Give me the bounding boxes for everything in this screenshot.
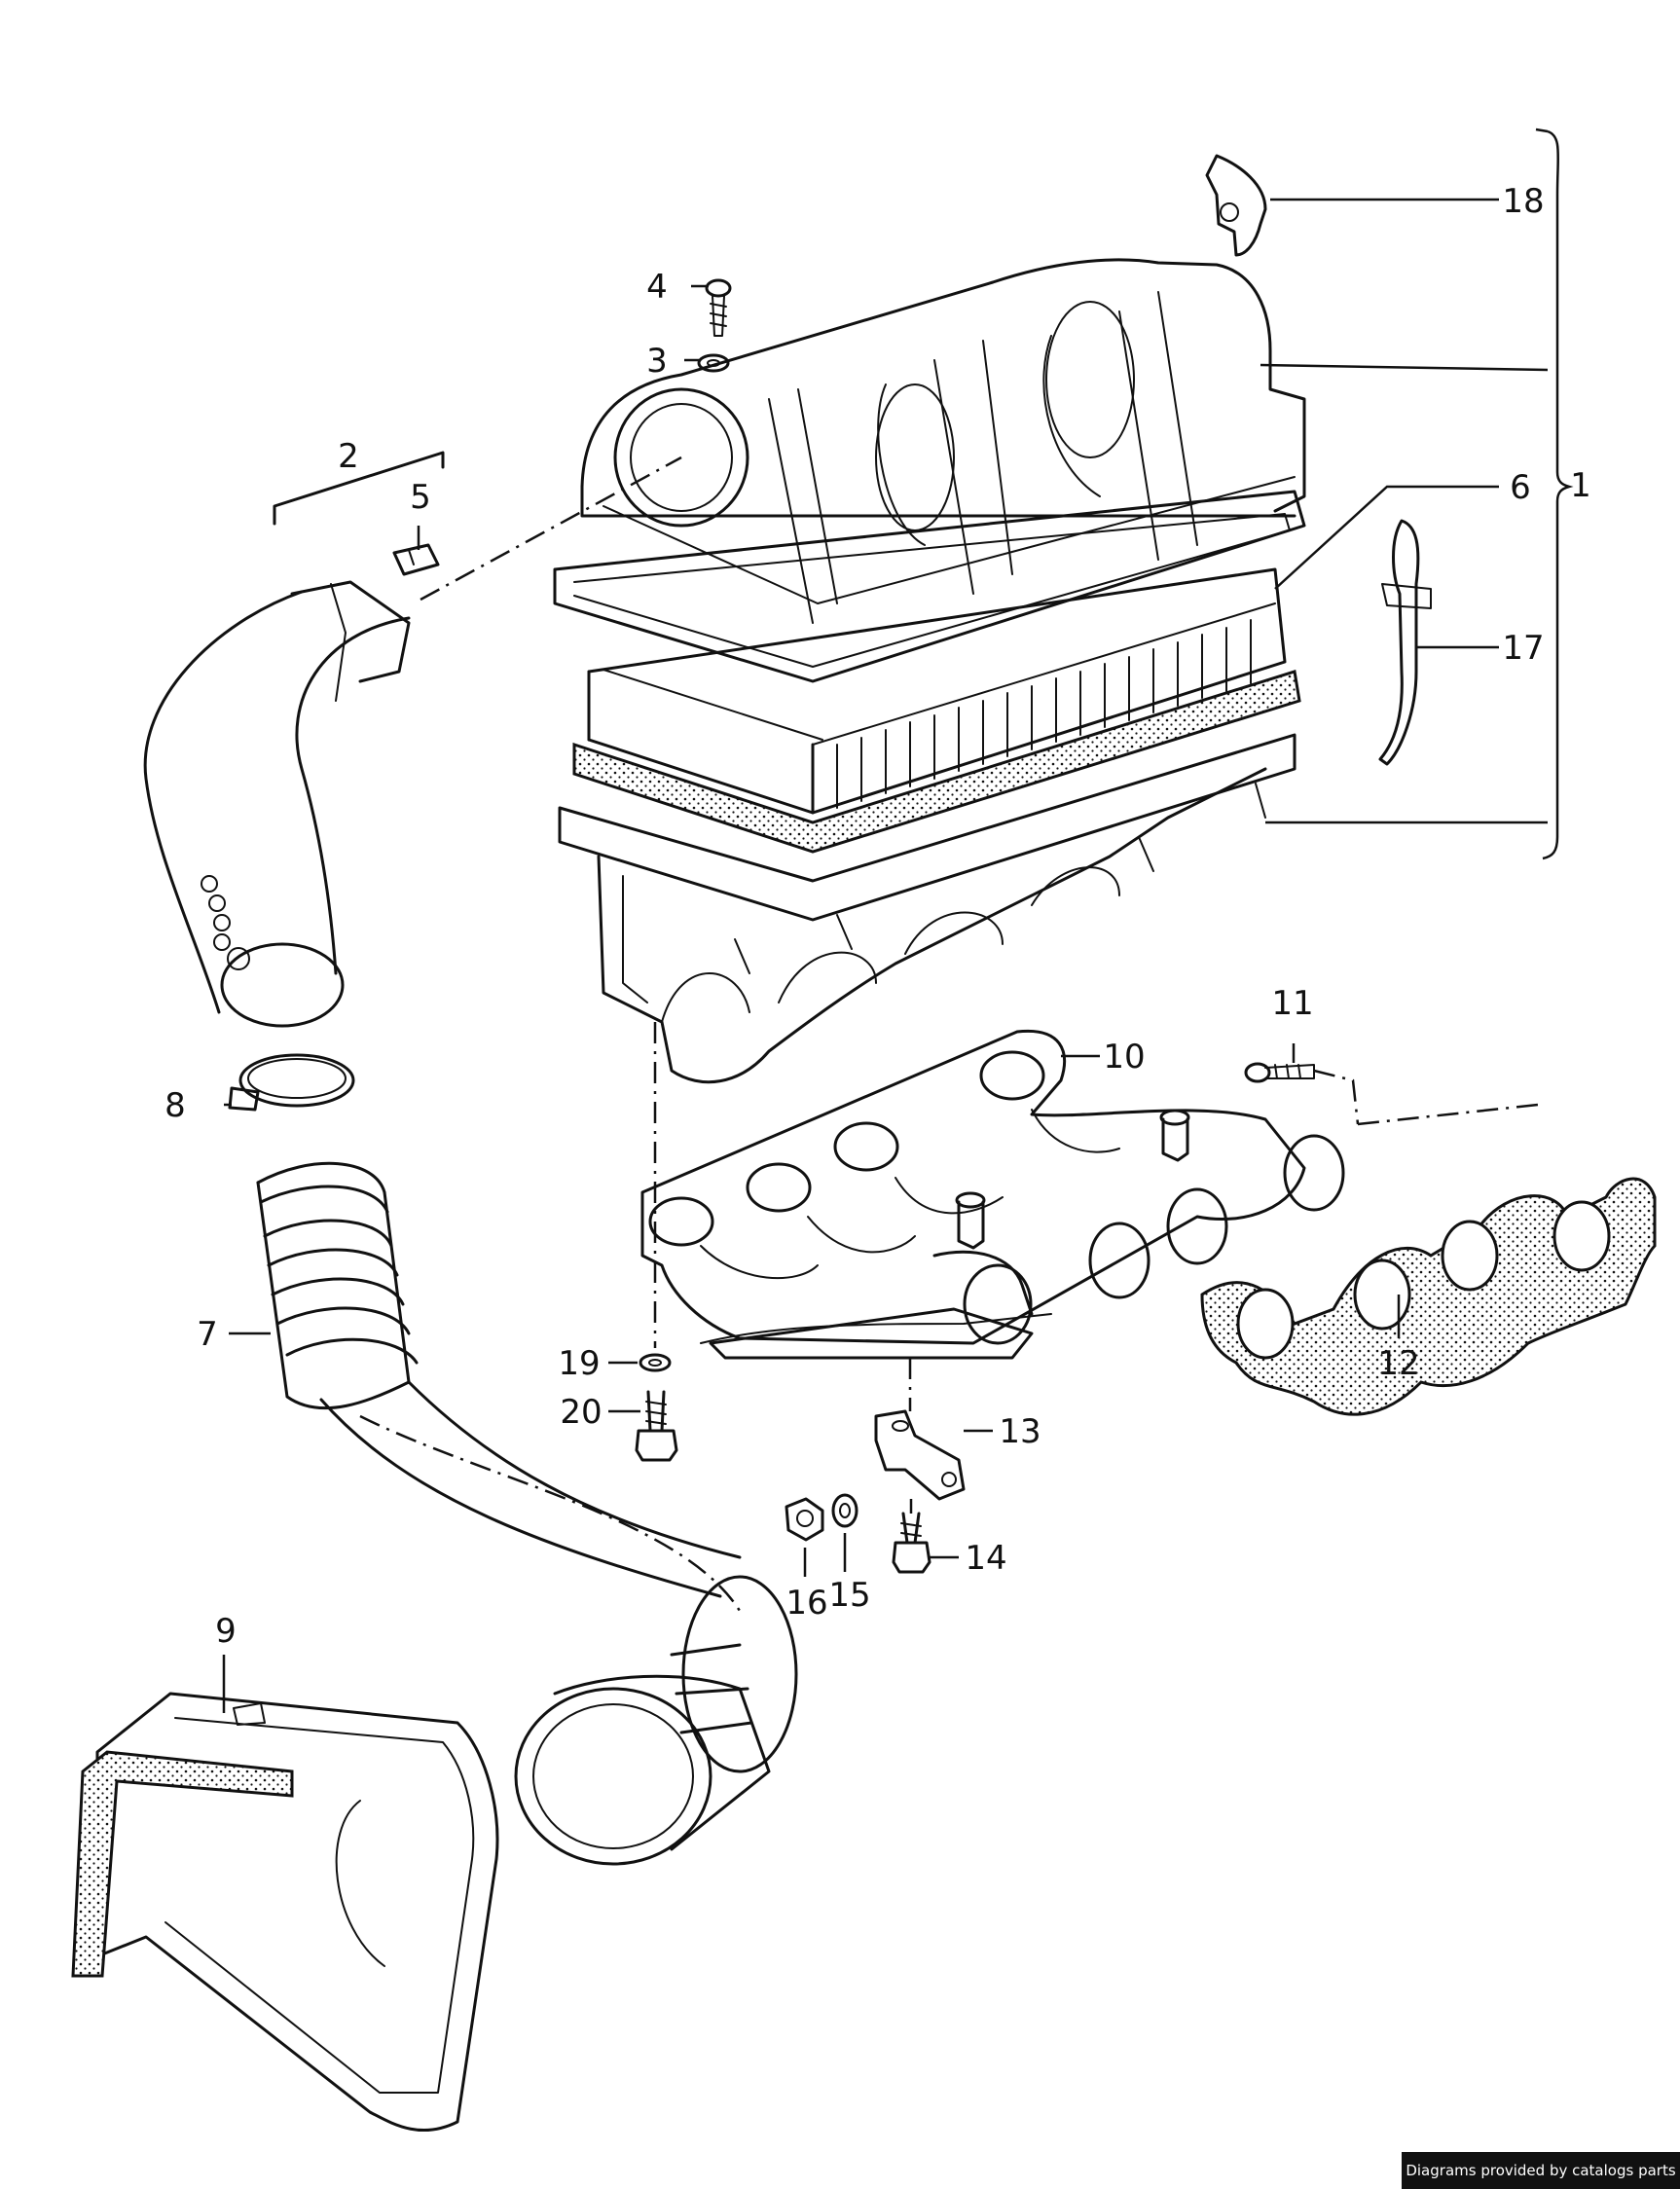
callout-17: 17: [1502, 629, 1544, 668]
intake-duct: [514, 1674, 771, 1866]
callout-10: 10: [1103, 1038, 1145, 1076]
retaining-clip: [1205, 154, 1267, 257]
callout-1: 1: [1570, 466, 1591, 505]
air-filter-element: [572, 567, 1301, 854]
callout-13: 13: [999, 1412, 1041, 1451]
callout-15: 15: [828, 1576, 870, 1615]
support-bracket: [874, 1409, 966, 1501]
callout-20: 20: [560, 1393, 602, 1432]
callout-12: 12: [1377, 1344, 1419, 1383]
washer: [697, 353, 730, 373]
air-filter-upper-housing: [553, 258, 1306, 683]
hose-clamp: [228, 1053, 355, 1112]
assembly-lines: [359, 456, 1539, 1612]
mount-bolt: [635, 1390, 678, 1462]
callout-9: 9: [215, 1612, 237, 1651]
stud-bolt: [1244, 1062, 1315, 1083]
hex-nut: [785, 1497, 824, 1542]
hose-bracket: [273, 451, 445, 526]
manifold-flanges: [932, 1134, 1345, 1345]
callout-2: 2: [338, 437, 359, 476]
bolt-washer: [831, 1493, 858, 1528]
hex-bolt: [892, 1512, 931, 1574]
callout-8: 8: [164, 1086, 186, 1125]
air-guide: [71, 1692, 499, 2132]
screw: [705, 278, 732, 337]
callout-4: 4: [646, 268, 668, 307]
intake-manifold: [640, 1029, 1306, 1360]
callout-14: 14: [965, 1539, 1006, 1578]
small-clip: [392, 543, 440, 576]
credit-footer: Diagrams provided by catalogs parts: [1402, 2152, 1680, 2189]
manifold-gasket: [1200, 1177, 1657, 1416]
callout-6: 6: [1510, 468, 1531, 507]
air-filter-lower-housing: [558, 733, 1297, 1084]
callout-16: 16: [785, 1584, 827, 1623]
mount-washer: [639, 1353, 672, 1372]
callout-19: 19: [558, 1344, 600, 1383]
callout-3: 3: [646, 342, 668, 381]
corrugated-hose: [256, 1161, 798, 1773]
callout-11: 11: [1271, 984, 1313, 1023]
callout-5: 5: [410, 478, 431, 517]
leader-lines: [222, 128, 1574, 1713]
spring-clip: [1378, 519, 1432, 766]
intake-hose: [143, 580, 411, 1028]
callout-18: 18: [1502, 182, 1544, 221]
callout-7: 7: [197, 1315, 218, 1354]
